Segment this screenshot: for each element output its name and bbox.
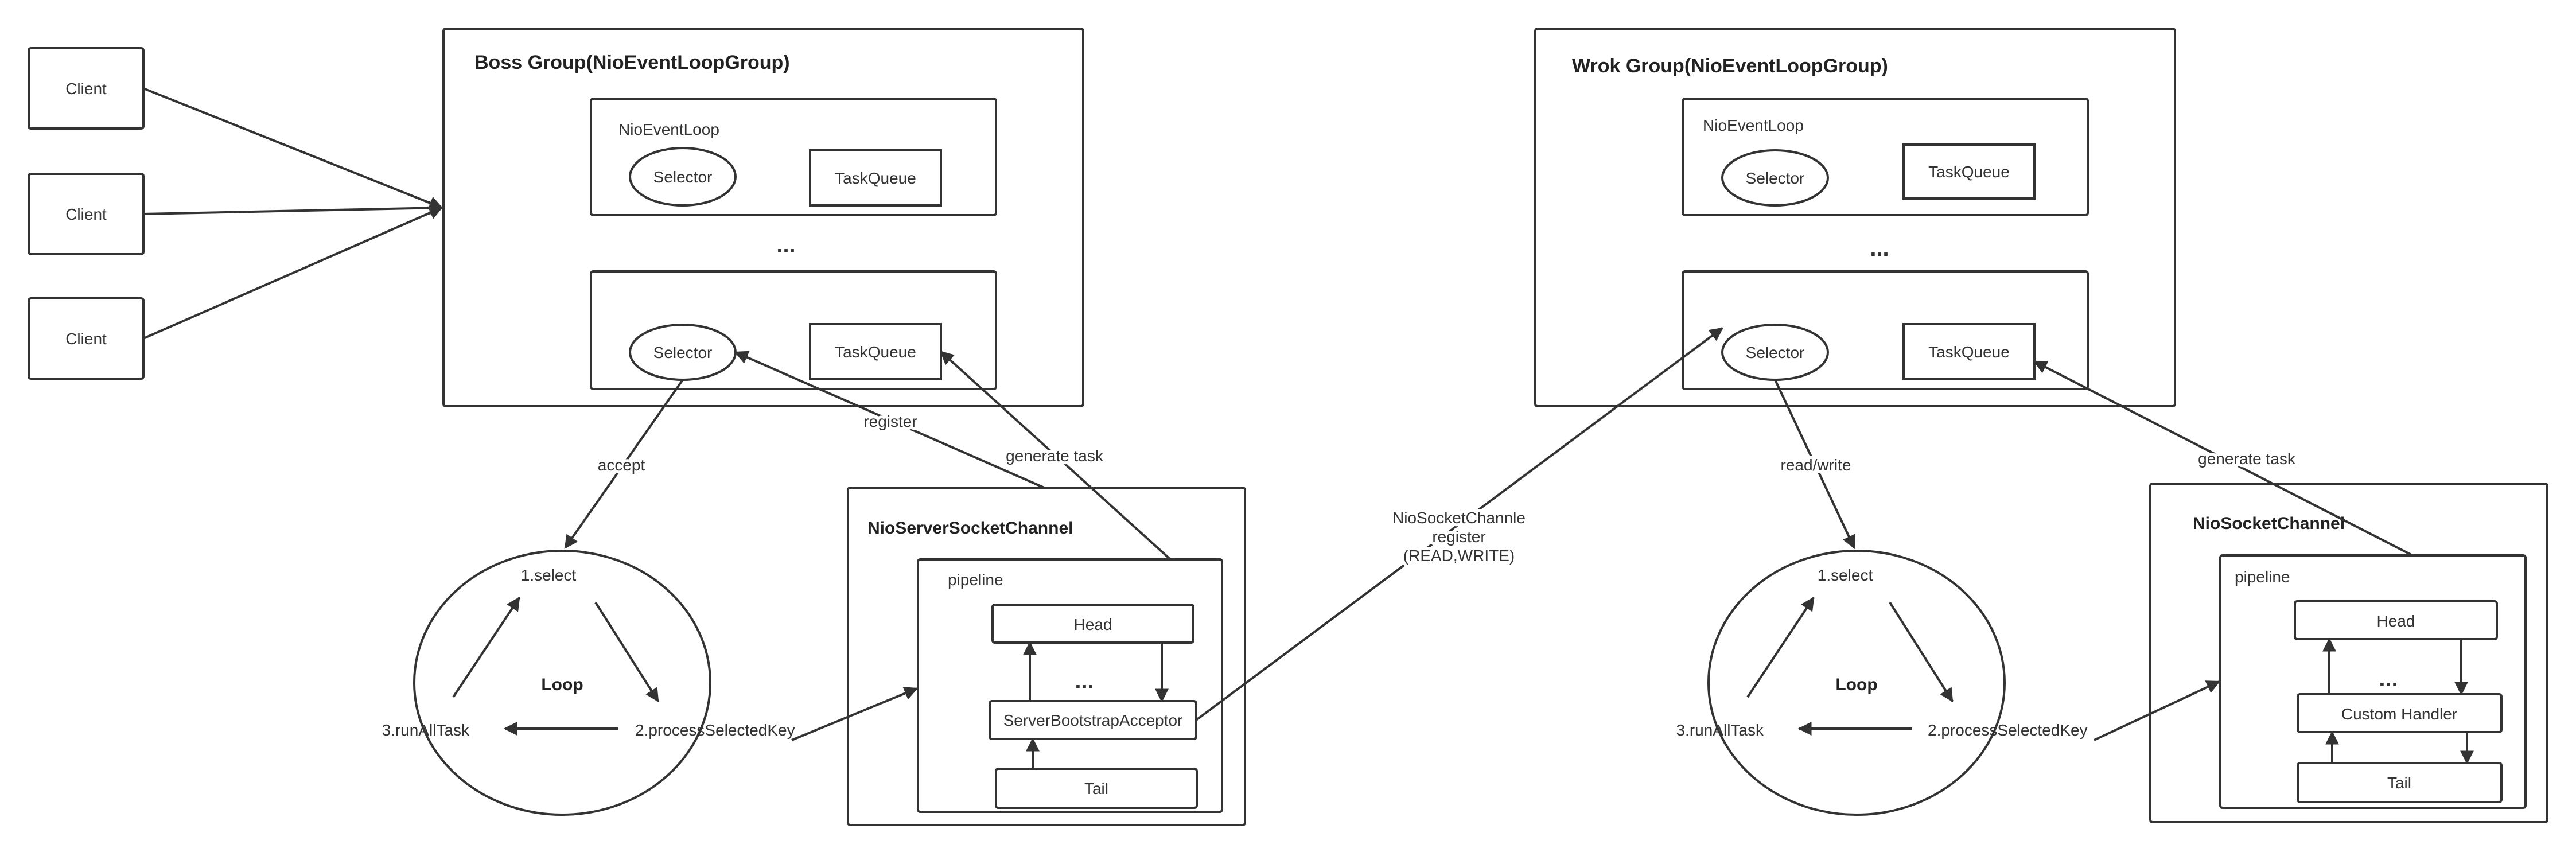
pipeline-label: pipeline — [948, 571, 1003, 589]
loop-label: Loop — [541, 675, 583, 694]
tail-handler — [2297, 762, 2503, 803]
server-channel-title: NioServerSocketChannel — [867, 519, 1073, 538]
loop-arrow — [594, 601, 659, 703]
selector-label: Selector — [653, 344, 713, 361]
work-event-loop-1: NioEventLoop Selector TaskQueue — [1682, 98, 2089, 216]
work-group-title: Wrok Group(NioEventLoopGroup) — [1572, 55, 1888, 77]
work-loop: Loop 1.select 2.processSelectedKey 3.run… — [1676, 550, 2088, 816]
selector-label: Selector — [1746, 169, 1805, 187]
server-socket-channel: NioServerSocketChannel pipeline Head ...… — [847, 487, 1246, 826]
boss-event-loop-2: Selector TaskQueue — [590, 270, 997, 390]
client-connect-arrow — [143, 87, 443, 210]
handler-label: Custom Handler — [2341, 705, 2457, 723]
register-label: register — [863, 413, 917, 430]
work-group: Wrok Group(NioEventLoopGroup) NioEventLo… — [1534, 28, 2176, 407]
handler-label: ServerBootstrapAcceptor — [1003, 711, 1183, 729]
loop-label: Loop — [1835, 675, 1877, 694]
channel-register-label-2: register — [1432, 528, 1485, 546]
task-queue-label: TaskQueue — [835, 343, 916, 361]
tail-handler — [995, 768, 1198, 809]
custom-handler — [2297, 693, 2503, 733]
boss-event-loop-1: NioEventLoop Selector TaskQueue — [590, 98, 997, 216]
boss-group: Boss Group(NioEventLoopGroup) NioEventLo… — [442, 28, 1084, 407]
generate-task-label: generate task — [2198, 450, 2296, 468]
task-queue-label: TaskQueue — [1928, 343, 2010, 361]
selector-label: Selector — [1746, 344, 1805, 361]
channel-register-arrow — [1195, 327, 1723, 721]
task-queue-label: TaskQueue — [835, 169, 916, 187]
task-queue-node — [1902, 143, 2036, 200]
socket-channel: NioSocketChannel pipeline Head ... Custo… — [2149, 483, 2548, 823]
head-label: Head — [1074, 616, 1112, 633]
tail-label: Tail — [2387, 774, 2411, 792]
client-connect-arrow — [143, 201, 443, 215]
loop-step-select: 1.select — [1818, 566, 1873, 584]
process-key-arrow — [791, 687, 919, 741]
channel-register-label-3: (READ,WRITE) — [1403, 547, 1515, 565]
head-handler — [991, 604, 1194, 644]
client-box-3: Client — [28, 297, 145, 380]
client-connect-arrow — [143, 206, 443, 340]
client-label: Client — [65, 330, 107, 348]
work-task-queue — [1902, 323, 2036, 380]
generate-task-arrow — [940, 351, 1172, 561]
boss-group-title: Boss Group(NioEventLoopGroup) — [474, 52, 790, 73]
loop-arrow — [452, 597, 520, 698]
boss-loop: Loop 1.select 2.processSelectedKey 3.run… — [382, 550, 795, 816]
task-queue-label: TaskQueue — [1928, 163, 2010, 181]
head-label: Head — [2377, 612, 2415, 630]
selector-node — [1721, 149, 1829, 207]
client-label: Client — [65, 205, 107, 223]
tail-label: Tail — [1084, 780, 1108, 797]
loop-arrow — [1889, 601, 1954, 703]
client-label: Client — [65, 80, 107, 98]
ellipsis: ... — [1075, 668, 1094, 694]
socket-channel-title: NioSocketChannel — [2193, 514, 2345, 533]
selector-node — [629, 147, 737, 207]
channel-register-label-1: NioSocketChannle — [1392, 509, 1526, 527]
ellipsis: ... — [776, 232, 795, 258]
event-loop-label: NioEventLoop — [618, 120, 719, 138]
event-loop-label: NioEventLoop — [1703, 116, 1804, 134]
selector-label: Selector — [653, 168, 713, 186]
process-key-arrow — [2094, 680, 2221, 741]
task-queue-node — [809, 149, 942, 207]
loop-step-run: 3.runAllTask — [1676, 721, 1764, 739]
generate-task-label: generate task — [1006, 447, 1104, 465]
loop-step-process: 2.processSelectedKey — [635, 721, 795, 739]
read-write-label: read/write — [1781, 456, 1851, 474]
client-box-1: Client — [28, 47, 145, 130]
loop-step-run: 3.runAllTask — [382, 721, 470, 739]
head-handler — [2294, 600, 2498, 640]
register-arrow — [734, 351, 1045, 489]
accept-label: accept — [598, 456, 645, 474]
accept-arrow — [564, 379, 684, 549]
loop-step-select: 1.select — [521, 566, 577, 584]
ellipsis: ... — [2379, 666, 2398, 691]
boss-task-queue — [809, 323, 942, 380]
loop-arrow — [1746, 597, 1815, 698]
generate-task-arrow — [2033, 360, 2413, 557]
pipeline-label: pipeline — [2235, 568, 2290, 586]
read-write-arrow — [1774, 379, 1855, 550]
client-box-2: Client — [28, 173, 145, 255]
ellipsis: ... — [1870, 236, 1889, 261]
loop-step-process: 2.processSelectedKey — [1928, 721, 2088, 739]
work-event-loop-2: Selector TaskQueue — [1682, 270, 2089, 390]
